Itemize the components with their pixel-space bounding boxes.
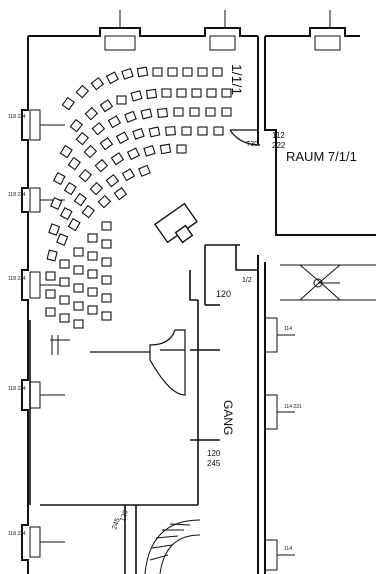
left-windows bbox=[29, 109, 70, 558]
central-column bbox=[90, 329, 186, 396]
window-tag: 118 234 bbox=[8, 531, 26, 537]
window-tag: 118 234 bbox=[8, 192, 26, 198]
left-window-tags: 118 234 118 234 118 234 118 234 118 234 bbox=[8, 114, 26, 537]
room-number-left: 1/1/1 bbox=[229, 64, 245, 95]
level-tag-lower-sub: 245 bbox=[111, 517, 122, 530]
service-area bbox=[280, 264, 376, 301]
right-window-tags: 114 114 231 114 bbox=[284, 326, 302, 552]
outer-walls bbox=[21, 27, 376, 574]
corridor-label: GANG bbox=[221, 400, 235, 435]
window-tag: 118 234 bbox=[8, 276, 26, 282]
room-label-right: RAUM 7/1/1 bbox=[286, 149, 357, 164]
level-tag-mid: 120 bbox=[207, 449, 221, 458]
window-tag: 114 bbox=[284, 546, 292, 552]
door-tag-right-top: 112 bbox=[272, 131, 285, 140]
right-windows bbox=[264, 317, 295, 571]
door-tag-right-bottom: 222 bbox=[272, 141, 286, 150]
door-tag-right-extra: T30 bbox=[246, 141, 258, 148]
level-tag-lower: 120 bbox=[119, 509, 130, 522]
level-tag-left-mid: 1/2 bbox=[242, 277, 252, 284]
door-swing-right bbox=[229, 129, 261, 146]
window-tag: 114 bbox=[284, 326, 292, 332]
inner-walls bbox=[29, 244, 258, 574]
lectern bbox=[153, 202, 199, 244]
level-tag-mid-sub: 245 bbox=[207, 459, 221, 468]
window-tag: 118 234 bbox=[8, 114, 26, 120]
auditorium-seating bbox=[45, 66, 232, 329]
level-tag-upper: 120 bbox=[216, 289, 231, 299]
top-windows bbox=[104, 10, 341, 51]
window-tag: 118 234 bbox=[8, 386, 26, 392]
stairwell bbox=[144, 519, 201, 574]
window-tag: 114 231 bbox=[284, 404, 302, 410]
